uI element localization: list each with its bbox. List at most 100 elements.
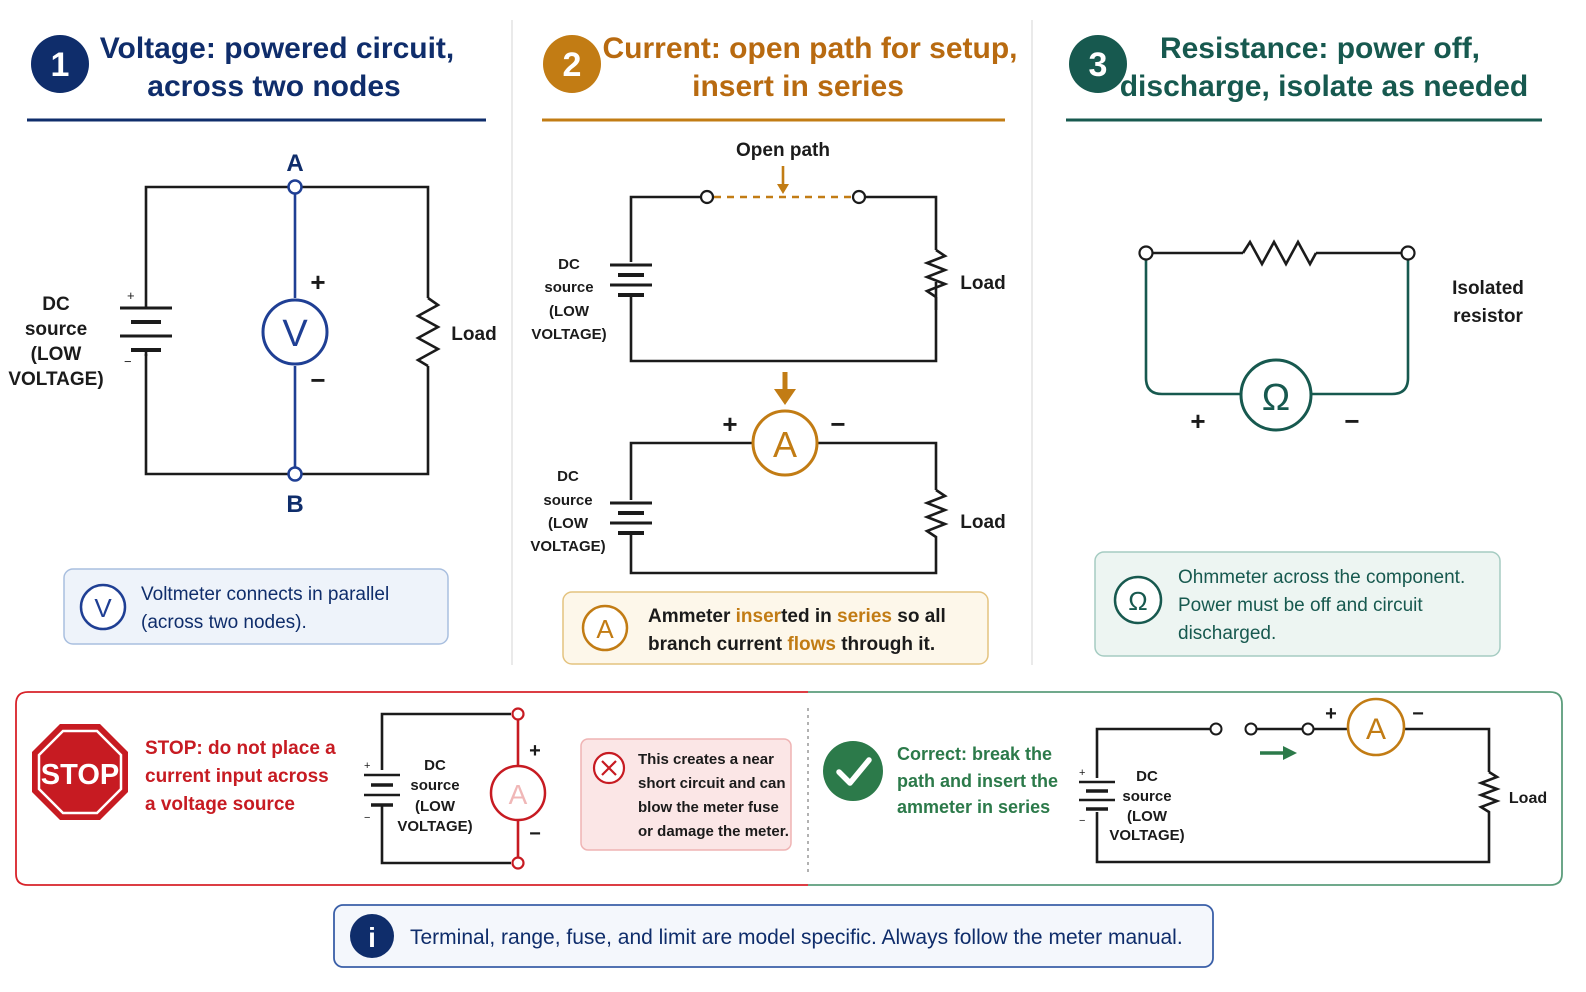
step-2-badge: 2: [543, 35, 601, 93]
voltmeter-note-line-1: Voltmeter connects in parallel: [141, 584, 389, 605]
source-label-line-4: VOLTAGE): [531, 326, 606, 343]
load-label: Load: [960, 273, 1005, 294]
source-label-line-1: DC: [42, 294, 70, 315]
source-label-line-1: DC: [558, 256, 580, 273]
wire: [629, 282, 938, 363]
down-arrow-icon: [774, 372, 796, 405]
terminal: [1244, 722, 1258, 736]
plus-sign: +: [1190, 406, 1205, 436]
info-icon: [350, 914, 394, 958]
wrong-circuit: + − A + − DC source (LOW VOLTAGE): [364, 707, 547, 870]
ohmmeter-circuit: Ω + − Isolated resistor: [1138, 239, 1524, 436]
panel-voltage: 1 Voltage: powered circuit, across two n…: [8, 32, 497, 645]
wire: [866, 195, 938, 250]
battery-icon: [610, 501, 652, 535]
panel-3-title-line-1: Resistance: power off,: [1160, 32, 1480, 65]
plus-sign: +: [529, 740, 541, 762]
wire: [144, 354, 430, 476]
voltmeter-note-icon: [79, 583, 127, 631]
terminal: [511, 707, 525, 721]
resistor-icon: [923, 488, 949, 546]
step-1-number: 1: [51, 46, 70, 84]
step-2-number: 2: [563, 46, 582, 84]
ammeter-note-icon: [581, 604, 629, 652]
source-label-line-3: (LOW: [1127, 808, 1168, 825]
svg-text:+: +: [127, 288, 135, 303]
source-label-line-3: (LOW: [31, 344, 82, 365]
ammeter-note: A Ammeter inserted in series so all bran…: [562, 591, 989, 665]
ammeter-symbol: A: [773, 424, 797, 465]
correct-line-3: ammeter in series: [897, 797, 1050, 817]
note-text: so all: [892, 606, 946, 627]
battery-icon: + −: [364, 760, 400, 824]
note-text: Ammeter: [648, 606, 736, 627]
info-icon-glyph: i: [368, 922, 376, 953]
load-label: Load: [1509, 790, 1547, 807]
source-label-line-2: source: [410, 777, 459, 794]
wire: [818, 441, 938, 490]
source-label-line-1: DC: [557, 468, 579, 485]
battery-icon: [610, 263, 652, 297]
source-label-line-4: VOLTAGE): [397, 818, 472, 835]
battery-icon: + −: [120, 288, 172, 369]
source-label-line-4: VOLTAGE): [8, 369, 103, 390]
terminal: [1209, 722, 1223, 736]
open-path-circuit: Open path Load DC source (LOW VOLTAGE): [531, 140, 1006, 363]
node-b-terminal: [287, 466, 303, 482]
source-label-line-2: source: [1122, 788, 1171, 805]
voltmeter-symbol: V: [282, 313, 308, 355]
correct-line-1: Correct: break the: [897, 744, 1052, 764]
terminal: [511, 856, 525, 870]
panel-current: 2 Current: open path for setup, insert i…: [530, 32, 1018, 665]
damage-note-line-4: or damage the meter.: [638, 823, 789, 840]
panel-1-title-line-1: Voltage: powered circuit,: [100, 32, 455, 65]
plus-sign: +: [722, 409, 737, 439]
terminal: [699, 189, 715, 205]
ammeter-note-line-1: Ammeter inserted in series so all: [648, 606, 946, 627]
panel-2-title-line-2: insert in series: [692, 70, 904, 103]
ammeter-note-line-2: branch current flows through it.: [648, 634, 935, 655]
ohmmeter-lead: [1144, 259, 1240, 396]
svg-text:−: −: [124, 354, 132, 369]
note-text: branch current: [648, 634, 787, 655]
source-label-line-4: VOLTAGE): [1109, 827, 1184, 844]
note-text: ted in: [781, 606, 837, 627]
plus-sign: +: [1325, 703, 1337, 725]
ohmmeter-lead: [1311, 259, 1410, 396]
wire: [629, 195, 701, 262]
wire: [380, 712, 511, 770]
node-a-terminal: [287, 179, 303, 195]
ammeter-wrong-icon: [489, 764, 547, 822]
voltmeter-note-icon-symbol: V: [94, 593, 112, 623]
wire: [144, 185, 430, 298]
svg-text:+: +: [1079, 767, 1085, 779]
resistor-icon: [923, 248, 949, 299]
battery-icon: + −: [1079, 767, 1115, 827]
source-label-line-2: source: [25, 319, 87, 340]
terminal: [1138, 245, 1154, 261]
insert-arrow-icon: [1260, 746, 1297, 760]
source-label-line-4: VOLTAGE): [530, 538, 605, 555]
stop-warning-line-2: current input across: [145, 766, 329, 787]
source-label-line-1: DC: [424, 757, 446, 774]
checkmark-icon: [823, 741, 883, 801]
source-label-line-2: source: [544, 279, 593, 296]
ohmmeter-note-icon-symbol: Ω: [1128, 586, 1147, 616]
voltmeter-note: V Voltmeter connects in parallel (across…: [63, 568, 449, 645]
open-path-label: Open path: [736, 140, 830, 161]
voltage-circuit: + − V A B + − Load DC source (LOW VOLTAG…: [8, 150, 496, 518]
ammeter-note-icon-symbol: A: [596, 614, 614, 644]
correct-line-2: path and insert the: [897, 771, 1058, 791]
note-text: through it.: [836, 634, 935, 655]
wire: [1095, 812, 1491, 864]
ammeter-correct-symbol: A: [1366, 713, 1386, 746]
ohmmeter-note-icon: [1113, 575, 1163, 625]
resistor-icon: [415, 296, 441, 368]
step-3-number: 3: [1089, 46, 1108, 84]
damage-note: This creates a near short circuit and ca…: [580, 738, 792, 851]
source-label-line-3: (LOW: [549, 303, 590, 320]
panel-resistance: 3 Resistance: power off, discharge, isol…: [1066, 32, 1542, 657]
source-label-line-2: source: [543, 492, 592, 509]
node-a-label: A: [286, 150, 303, 177]
wire: [629, 535, 938, 575]
